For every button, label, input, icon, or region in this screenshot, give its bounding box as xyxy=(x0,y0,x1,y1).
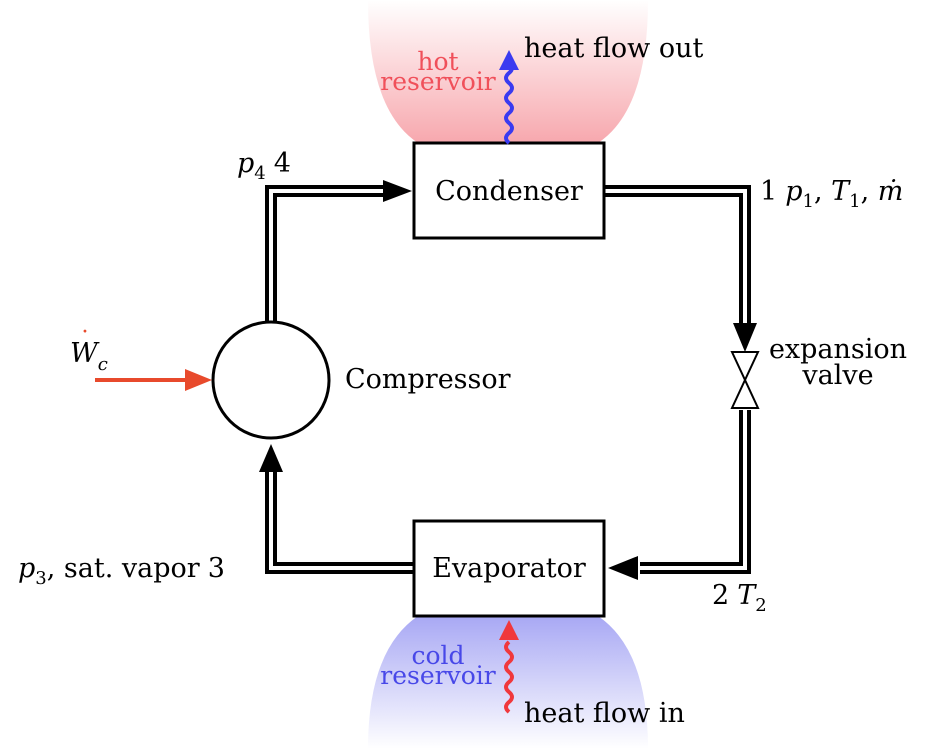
heat-out-wave xyxy=(504,61,514,145)
heat-in-label: heat flow in xyxy=(524,698,685,729)
expansion-valve-label-line1: expansion xyxy=(769,334,907,365)
evaporator-label: Evaporator xyxy=(432,553,586,584)
compressor-label: Compressor xyxy=(345,364,511,395)
pipes xyxy=(265,185,751,574)
hot-reservoir-label-line1: hot xyxy=(417,47,458,76)
work-input-arrowhead xyxy=(185,369,212,391)
evaporator-box xyxy=(412,519,606,618)
arrow-into-compressor xyxy=(259,444,283,472)
hot-reservoir-label-line2: reservoir xyxy=(380,67,495,96)
expansion-valve-label-line2: valve xyxy=(801,360,873,391)
condenser-box xyxy=(412,141,606,240)
work-input-label: Wc xyxy=(70,338,108,375)
pipe-valve-to-evaporator xyxy=(640,410,751,574)
expansion-valve-icon xyxy=(730,351,760,409)
cold-reservoir-label-line1: cold xyxy=(411,641,464,670)
heat-in-arrowhead xyxy=(499,620,519,640)
heat-in-wave xyxy=(504,640,514,714)
work-input-dot: · xyxy=(82,320,89,345)
heat-out-arrowhead xyxy=(499,50,519,70)
pipe-compressor-to-condenser xyxy=(265,185,385,322)
compressor-circle xyxy=(211,320,331,440)
arrow-into-evaporator xyxy=(608,556,638,580)
heat-out-label: heat flow out xyxy=(524,33,703,64)
arrow-into-condenser xyxy=(383,180,412,202)
cold-reservoir-label-line2: reservoir xyxy=(380,661,495,690)
pipe-evaporator-to-compressor xyxy=(265,470,414,574)
arrow-into-valve xyxy=(733,323,757,352)
pipe-condenser-to-valve xyxy=(604,185,751,330)
condenser-label: Condenser xyxy=(435,176,583,207)
